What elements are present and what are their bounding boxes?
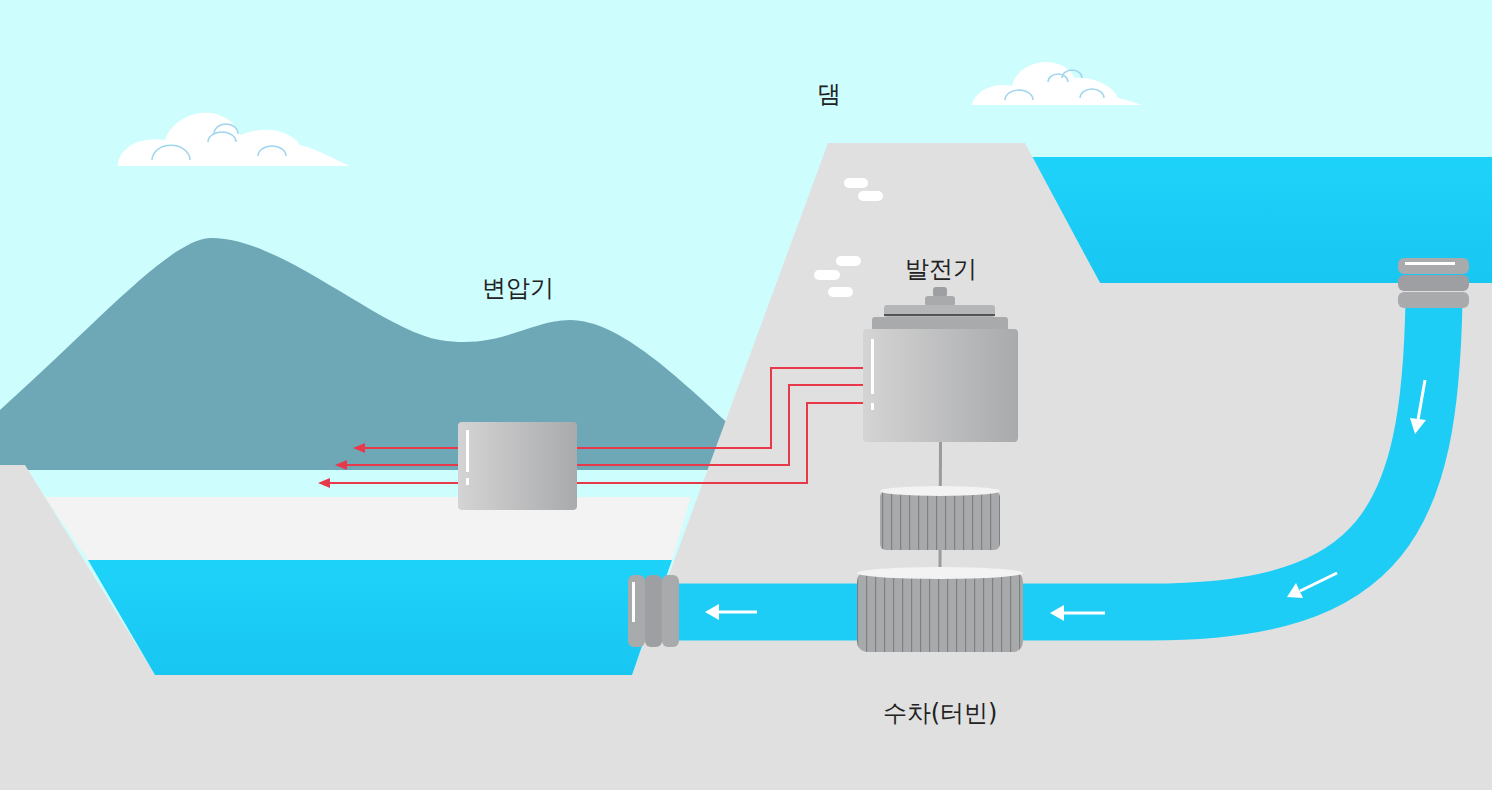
highlight bbox=[466, 478, 469, 485]
connector bbox=[940, 442, 942, 571]
highlight bbox=[871, 339, 874, 394]
turbine-shape bbox=[857, 567, 1023, 652]
road-band bbox=[45, 497, 691, 560]
generator-cap bbox=[872, 287, 1008, 331]
intake-ring bbox=[1398, 258, 1469, 308]
part-name: 변압기 bbox=[482, 272, 554, 304]
part-name: 발전기 bbox=[905, 253, 977, 285]
mountain bbox=[0, 238, 730, 470]
flow-arrows bbox=[705, 380, 1426, 621]
dam-and-ground bbox=[0, 143, 1492, 790]
generator-box: 발전기 bbox=[863, 329, 1018, 442]
lower-water bbox=[88, 560, 672, 675]
reservoir-water bbox=[1030, 157, 1492, 283]
outlet-ring bbox=[628, 575, 679, 647]
turbine-runner bbox=[880, 486, 1000, 550]
part-name: 댐 bbox=[817, 78, 841, 110]
highlight bbox=[871, 403, 874, 410]
transformer-box: 변압기 bbox=[458, 422, 577, 510]
part-name: 수차(터빈) bbox=[883, 697, 998, 729]
highlight bbox=[466, 430, 469, 472]
output-wires bbox=[318, 443, 458, 488]
dam-marks bbox=[814, 178, 883, 297]
turbine-box: 수차(터빈) bbox=[857, 567, 1023, 652]
connector bbox=[577, 368, 863, 483]
